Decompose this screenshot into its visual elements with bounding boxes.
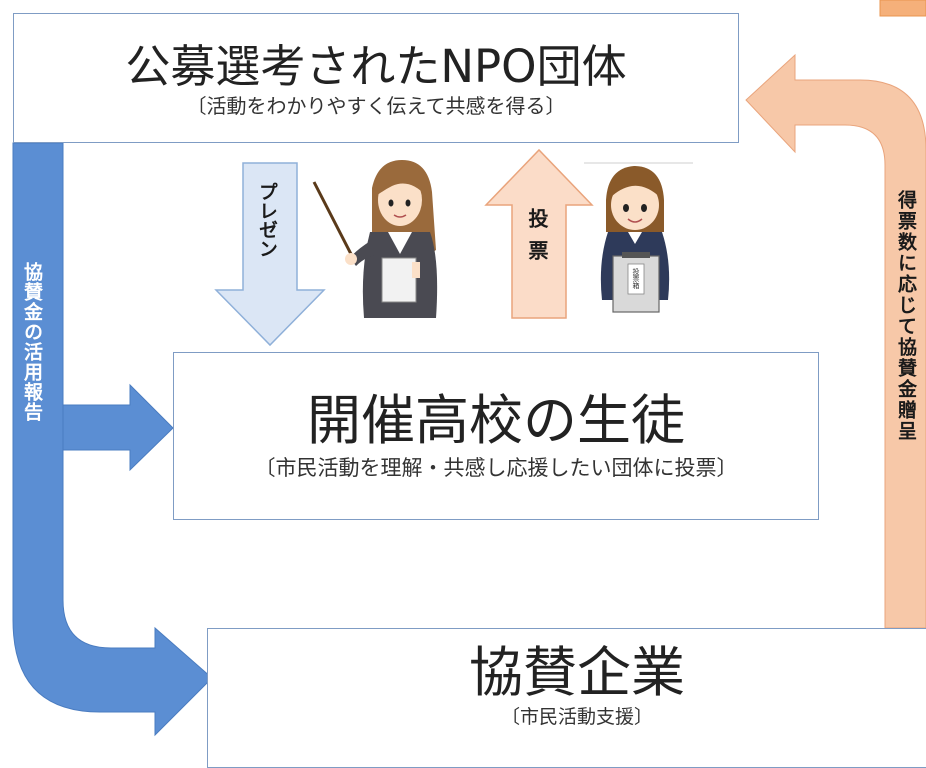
npo-title: 公募選考されたNPO団体	[125, 40, 627, 93]
student-subtitle: 〔市民活動を理解・共感し応援したい団体に投票〕	[254, 456, 738, 480]
sponsor-box: 協賛企業 〔市民活動支援〕	[207, 628, 926, 768]
ballot-box-text: 投票箱	[632, 267, 640, 290]
vote-arrow	[484, 148, 594, 319]
npo-box: 公募選考されたNPO団体 〔活動をわかりやすく伝えて共感を得る〕	[13, 13, 739, 143]
sponsor-title: 協賛企業	[469, 641, 685, 704]
student-box: 開催高校の生徒 〔市民活動を理解・共感し応援したい団体に投票〕	[173, 352, 819, 520]
voter-illustration: 投票箱	[584, 162, 693, 313]
sponsor-subtitle: 〔市民活動支援〕	[500, 706, 653, 728]
right-donation-arrow	[745, 53, 926, 629]
presentation-label: プレゼン	[256, 182, 278, 258]
student-title: 開催高校の生徒	[307, 389, 685, 452]
report-arrow-label: 協賛金の活用報告	[21, 262, 43, 422]
flow-arrows-layer	[12, 0, 926, 737]
left-report-arrow	[12, 142, 213, 737]
corner-fragment	[879, 0, 926, 17]
npo-subtitle: 〔活動をわかりやすく伝えて共感を得る〕	[186, 94, 566, 118]
middle-layer: 投票箱	[214, 148, 693, 347]
donation-arrow-label: 得票数に応じて協賛金贈呈	[895, 190, 917, 442]
vote-label: 投票	[525, 208, 549, 272]
presenter-illustration	[312, 160, 438, 318]
left-branch-arrow	[62, 383, 174, 472]
presentation-arrow	[214, 162, 326, 347]
